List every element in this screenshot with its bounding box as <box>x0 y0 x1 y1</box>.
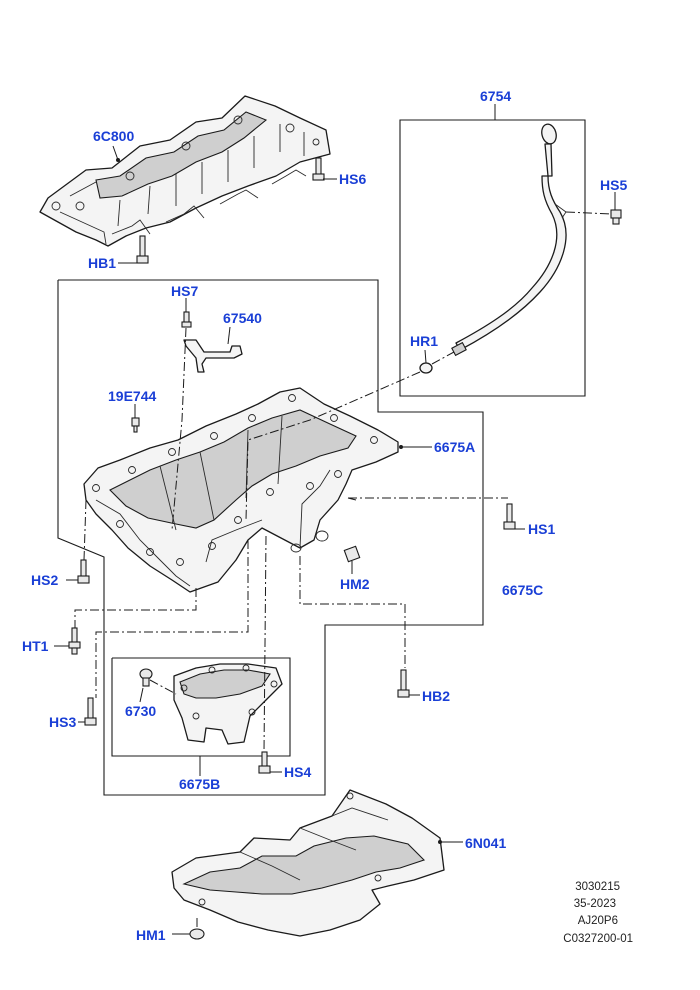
plug-hm2 <box>343 545 361 574</box>
bolt-hs2 <box>77 559 90 584</box>
label-hm2: HM2 <box>340 576 370 592</box>
bolt-hs4 <box>258 751 271 774</box>
dipstick-part <box>451 123 567 357</box>
bolt-hs1 <box>503 503 516 530</box>
label-hb2: HB2 <box>422 688 450 704</box>
label-hs3: HS3 <box>49 714 76 730</box>
alignment-lines <box>74 327 508 753</box>
label-ht1: HT1 <box>22 638 49 654</box>
reference-line-4: C0327200-01 <box>563 933 633 945</box>
label-hs6: HS6 <box>339 171 366 187</box>
label-hb1: HB1 <box>88 255 116 271</box>
label-hs1: HS1 <box>528 521 555 537</box>
reference-block: 3030215 35-2023 AJ20P6 C0327200-01 <box>563 881 633 945</box>
label-6n041: 6N041 <box>465 835 506 851</box>
reference-line-1: 3030215 <box>575 881 620 893</box>
label-67540: 67540 <box>223 310 262 326</box>
reference-line-2: 35-2023 <box>574 898 616 910</box>
label-6675b: 6675B <box>179 776 220 792</box>
label-hm1: HM1 <box>136 927 166 943</box>
label-6675a: 6675A <box>434 439 475 455</box>
label-6c800: 6C800 <box>93 128 134 144</box>
bolt-hb2 <box>397 669 410 698</box>
under-shield-part <box>171 789 445 937</box>
bolt-hs7 <box>181 311 192 328</box>
label-hs7: HS7 <box>171 283 198 299</box>
frame-dipstick-assembly <box>399 104 586 397</box>
label-hs4: HS4 <box>284 764 311 780</box>
oil-tube-part <box>183 339 243 373</box>
bolt-hs5 <box>610 209 622 225</box>
bedplate-upper-part <box>39 95 331 247</box>
label-6730: 6730 <box>125 703 156 719</box>
lower-pan-part <box>173 663 283 745</box>
label-6675c: 6675C <box>502 582 543 598</box>
bolt-hs6 <box>312 157 325 181</box>
oil-pan-part <box>83 387 399 593</box>
label-hr1: HR1 <box>410 333 438 349</box>
fastener-hm1 <box>189 918 205 940</box>
frame-lower-pan <box>111 657 291 757</box>
label-hs5: HS5 <box>600 177 627 193</box>
label-19e744: 19E744 <box>108 388 156 404</box>
reference-line-3: AJ20P6 <box>578 915 618 927</box>
stud-ht1 <box>68 627 81 655</box>
bolt-hs3 <box>84 697 97 726</box>
label-hs2: HS2 <box>31 572 58 588</box>
bolt-hb1 <box>136 235 149 264</box>
label-6754: 6754 <box>480 88 511 104</box>
frame-oil-pan-assembly <box>57 279 484 796</box>
oring-hr1 <box>419 362 433 374</box>
drain-plug-6730 <box>139 668 153 687</box>
sensor-19e744 <box>131 417 140 433</box>
